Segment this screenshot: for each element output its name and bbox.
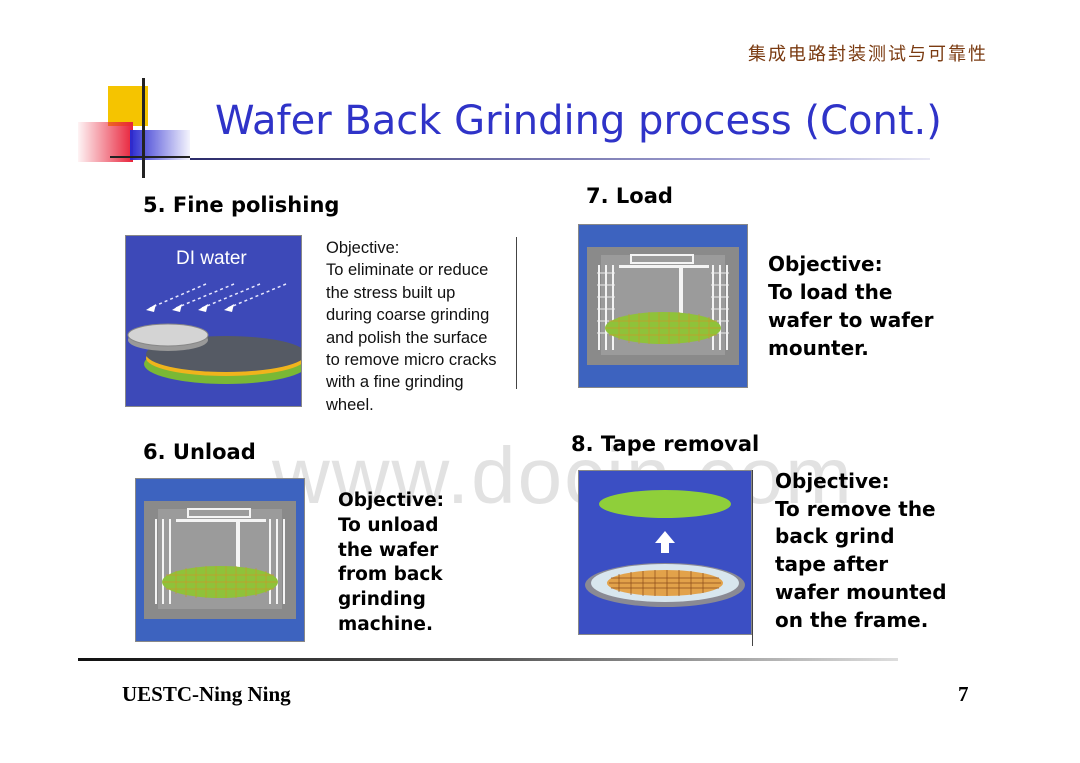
- objective-line: back grind: [775, 524, 895, 549]
- cassette-illustration: [144, 501, 296, 619]
- fine-polishing-objective: Objective: To eliminate or reduce the st…: [326, 237, 497, 416]
- tape-removal-image: [578, 470, 752, 635]
- objective-line: with a fine grinding: [326, 373, 464, 392]
- objective-line: on the frame.: [775, 607, 929, 632]
- slide-title: Wafer Back Grinding process (Cont.): [215, 98, 942, 144]
- load-objective: Objective: To load the wafer to wafer mo…: [768, 250, 933, 362]
- heading-unload: 6. Unload: [143, 440, 256, 464]
- objective-line: To remove the: [775, 496, 936, 521]
- cassette-illustration: [587, 247, 739, 365]
- objective-line: tape after: [775, 552, 889, 577]
- divider: [516, 237, 517, 389]
- objective-line: during coarse grinding: [326, 306, 490, 325]
- objective-line: wafer mounted: [775, 579, 947, 604]
- unload-objective: Objective: To unload the wafer from back…: [338, 489, 444, 638]
- objective-line: To load the: [768, 280, 893, 304]
- heading-tape-removal: 8. Tape removal: [571, 432, 760, 456]
- tape-removal-objective: Objective: To remove the back grind tape…: [775, 468, 947, 634]
- objective-line: wheel.: [326, 395, 374, 414]
- footer-author: UESTC-Ning Ning: [122, 682, 291, 706]
- title-underline: [190, 158, 930, 160]
- objective-line: Objective:: [338, 490, 445, 511]
- objective-line: to remove micro cracks: [326, 351, 497, 370]
- footer-rule: [78, 658, 898, 661]
- di-water-label: DI water: [176, 248, 247, 269]
- objective-line: Objective:: [326, 239, 400, 257]
- objective-line: machine.: [338, 613, 433, 635]
- objective-line: wafer to wafer: [768, 308, 934, 332]
- objective-line: mounter.: [768, 336, 869, 360]
- page-number: 7: [958, 682, 969, 706]
- objective-line: and polish the surface: [326, 328, 488, 347]
- objective-line: from back: [338, 564, 443, 586]
- objective-line: the wafer: [338, 539, 439, 561]
- objective-line: the stress built up: [326, 283, 456, 302]
- heading-fine-polishing: 5. Fine polishing: [143, 193, 340, 217]
- polishing-illustration: [127, 283, 301, 384]
- load-image: [578, 224, 748, 388]
- fine-polishing-image: DI water: [125, 235, 302, 407]
- divider: [752, 470, 753, 646]
- tape-removal-illustration: [585, 490, 745, 607]
- objective-line: Objective:: [768, 252, 883, 276]
- watermark: www.docin.com: [272, 431, 854, 520]
- title-decoration: [78, 78, 198, 178]
- objective-line: grinding: [338, 589, 426, 611]
- unload-image: [135, 478, 305, 642]
- objective-line: To unload: [338, 514, 439, 536]
- objective-line: Objective:: [775, 469, 890, 493]
- objective-line: To eliminate or reduce: [326, 261, 489, 280]
- course-title: 集成电路封装测试与可靠性: [748, 44, 988, 65]
- heading-load: 7. Load: [586, 184, 673, 208]
